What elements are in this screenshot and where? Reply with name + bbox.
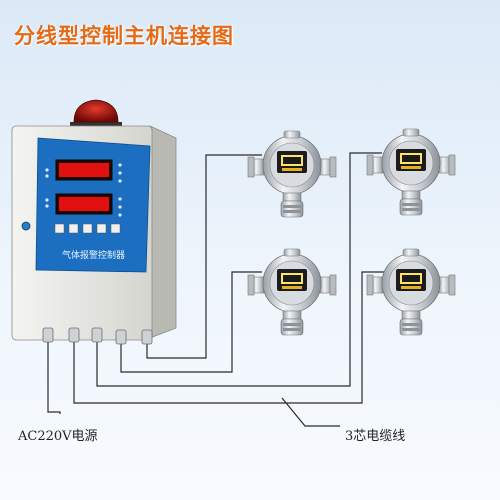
panel-button-4[interactable] <box>96 223 107 234</box>
panel-button-5[interactable] <box>110 223 121 234</box>
controller-panel: 气体报警控制器 <box>35 137 151 273</box>
power-label: AC220V电源 <box>17 429 98 444</box>
gas-detector-4 <box>366 248 456 336</box>
panel-button-2[interactable] <box>68 223 79 234</box>
gas-detector-3 <box>247 248 337 336</box>
cable-wires <box>47 152 384 427</box>
controller-unit: 气体报警控制器 <box>11 99 177 345</box>
panel-label: 气体报警控制器 <box>62 249 125 261</box>
display-lower <box>59 197 109 211</box>
panel-button-1[interactable] <box>54 223 65 234</box>
gas-detector-1 <box>247 130 337 218</box>
lock-icon <box>21 221 31 231</box>
wire-detector-4 <box>73 271 384 404</box>
wire-detector-1 <box>146 154 262 359</box>
gas-detector-2 <box>366 128 456 216</box>
diagram-title: 分线型控制主机连接图 <box>14 24 234 48</box>
cable-glands <box>42 327 153 345</box>
wire-detector-3 <box>120 271 262 373</box>
panel-button-3[interactable] <box>82 223 93 234</box>
leader-cable <box>281 397 340 427</box>
wire-power <box>47 342 61 414</box>
wire-detector-2 <box>96 152 382 387</box>
cable-label: 3芯电缆线 <box>345 428 405 444</box>
display-upper <box>59 163 109 177</box>
